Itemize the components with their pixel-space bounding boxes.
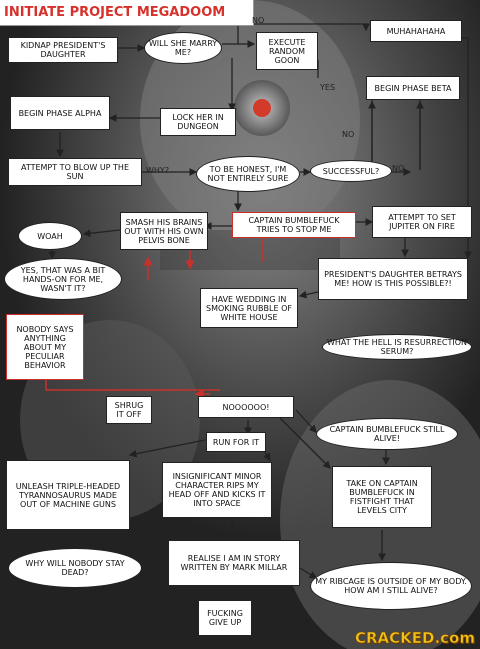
node-muha: MUHAHAHAHA (370, 20, 462, 42)
node-betrays: PRESIDENT'S DAUGHTER BETRAYS ME! HOW IS … (318, 258, 468, 300)
node-honest: TO BE HONEST, I'M NOT ENTIRELY SURE (196, 156, 300, 192)
node-sun: ATTEMPT TO BLOW UP THE SUN (8, 158, 142, 186)
node-marry: WILL SHE MARRY ME? (144, 32, 222, 64)
edge-label-no-top: NO (252, 16, 265, 25)
node-nobody: NOBODY SAYS ANYTHING ABOUT MY PECULIAR B… (6, 314, 84, 380)
node-alive: CAPTAIN BUMBLEFUCK STILL ALIVE! (316, 418, 458, 450)
node-captain-tries: CAPTAIN BUMBLEFUCK TRIES TO STOP ME (232, 212, 356, 238)
edge-label-why: WHY? (146, 166, 170, 175)
node-fistfight: TAKE ON CAPTAIN BUMBLEFUCK IN FISTFIGHT … (332, 466, 432, 528)
node-beta: BEGIN PHASE BETA (366, 76, 460, 100)
brand-logo: CRACKED.com (354, 629, 476, 648)
node-minor: INSIGNIFICANT MINOR CHARACTER RIPS MY HE… (162, 462, 272, 518)
node-kidnap: KIDNAP PRESIDENT'S DAUGHTER (8, 37, 118, 63)
page-title: INITIATE PROJECT MEGADOOM (0, 0, 254, 26)
edge-label-no-succ: NO (392, 164, 405, 173)
node-giveup: FUCKING GIVE UP (198, 600, 252, 636)
node-alpha: BEGIN PHASE ALPHA (10, 96, 110, 130)
node-yes-hands: YES, THAT WAS A BIT HANDS-ON FOR ME, WAS… (4, 258, 122, 300)
edge-label-yes: YES (320, 83, 336, 92)
node-execute: EXECUTE RANDOM GOON (256, 32, 318, 70)
node-millar: REALISE I AM IN STORY WRITTEN BY MARK MI… (168, 540, 300, 586)
node-wedding: HAVE WEDDING IN SMOKING RUBBLE OF WHITE … (200, 288, 298, 328)
node-lock: LOCK HER IN DUNGEON (160, 108, 236, 136)
node-ribcage: MY RIBCAGE IS OUTSIDE OF MY BODY. HOW AM… (310, 562, 472, 610)
node-successful: SUCCESSFUL? (310, 160, 392, 182)
node-jupiter: ATTEMPT TO SET JUPITER ON FIRE (372, 206, 472, 238)
node-smash: SMASH HIS BRAINS OUT WITH HIS OWN PELVIS… (120, 212, 208, 250)
node-shrug: SHRUG IT OFF (106, 396, 152, 424)
node-serum: WHAT THE HELL IS RESURRECTION SERUM? (322, 334, 472, 360)
node-woah: WOAH (18, 222, 82, 250)
node-nooo: NOOOOOO! (198, 396, 294, 418)
node-trex: UNLEASH TRIPLE-HEADED TYRANNOSAURUS MADE… (6, 460, 130, 530)
node-run: RUN FOR IT (206, 432, 266, 452)
edge-label-no-mid: NO (342, 130, 355, 139)
node-dead: WHY WILL NOBODY STAY DEAD? (8, 548, 142, 588)
